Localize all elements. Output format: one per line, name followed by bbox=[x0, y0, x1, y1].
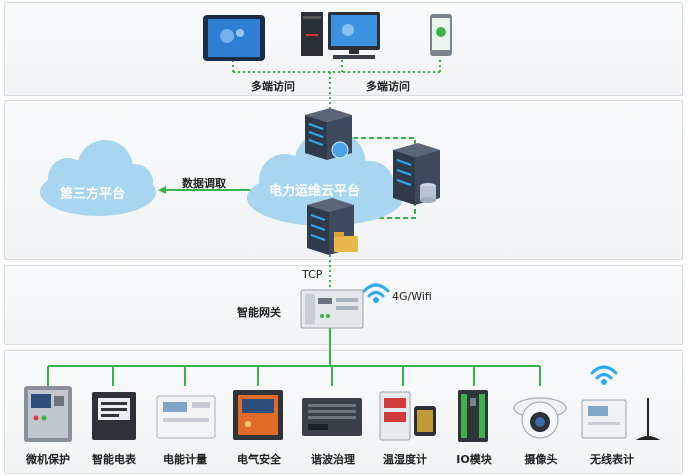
third-party-cloud-icon bbox=[40, 140, 156, 216]
tcp-label: TCP bbox=[302, 268, 323, 281]
data-fetch-label: 数据调取 bbox=[182, 177, 226, 190]
relay-protection-icon bbox=[24, 386, 72, 442]
tablet-icon bbox=[203, 15, 265, 61]
smart-gateway-icon bbox=[300, 289, 364, 329]
desktop-computer-icon bbox=[301, 12, 380, 59]
io-module-icon bbox=[458, 390, 488, 442]
access-connectors bbox=[232, 60, 441, 108]
energy-meter-icon bbox=[156, 395, 216, 439]
electrical-safety-icon bbox=[233, 390, 283, 440]
harmonic-filter-icon bbox=[302, 398, 362, 436]
access-label-left: 多端访问 bbox=[251, 80, 295, 93]
device-bus bbox=[47, 328, 541, 386]
cloud-platform-label: 电力运维云平台 bbox=[269, 184, 361, 199]
thermo-hygrometer-icon bbox=[379, 391, 436, 441]
camera-icon bbox=[513, 397, 567, 439]
wireless-meter-wifi-icon bbox=[590, 365, 618, 385]
device-label: 摄像头 bbox=[524, 453, 558, 466]
device-label: 温湿度计 bbox=[383, 453, 427, 466]
access-label-right: 多端访问 bbox=[366, 80, 410, 93]
third-party-platform-label: 第三方平台 bbox=[60, 187, 126, 202]
smart-meter-icon bbox=[92, 392, 136, 440]
device-label: 无线表计 bbox=[590, 453, 634, 466]
device-label: 谐波治理 bbox=[311, 453, 355, 466]
wireless-label: 4G/Wifi bbox=[392, 290, 432, 303]
device-label: IO模块 bbox=[456, 453, 492, 466]
wifi-icon bbox=[362, 283, 390, 303]
wireless-meter-icon bbox=[581, 398, 660, 440]
device-label: 电能计量 bbox=[163, 453, 207, 466]
server-right-icon bbox=[393, 143, 440, 205]
gateway-label: 智能网关 bbox=[237, 306, 281, 319]
device-label: 电气安全 bbox=[237, 453, 281, 466]
device-label: 智能电表 bbox=[92, 453, 136, 466]
smartphone-icon bbox=[430, 14, 452, 56]
device-label: 微机保护 bbox=[26, 453, 70, 466]
server-bottom-icon bbox=[307, 198, 358, 255]
server-top-icon bbox=[305, 108, 352, 160]
